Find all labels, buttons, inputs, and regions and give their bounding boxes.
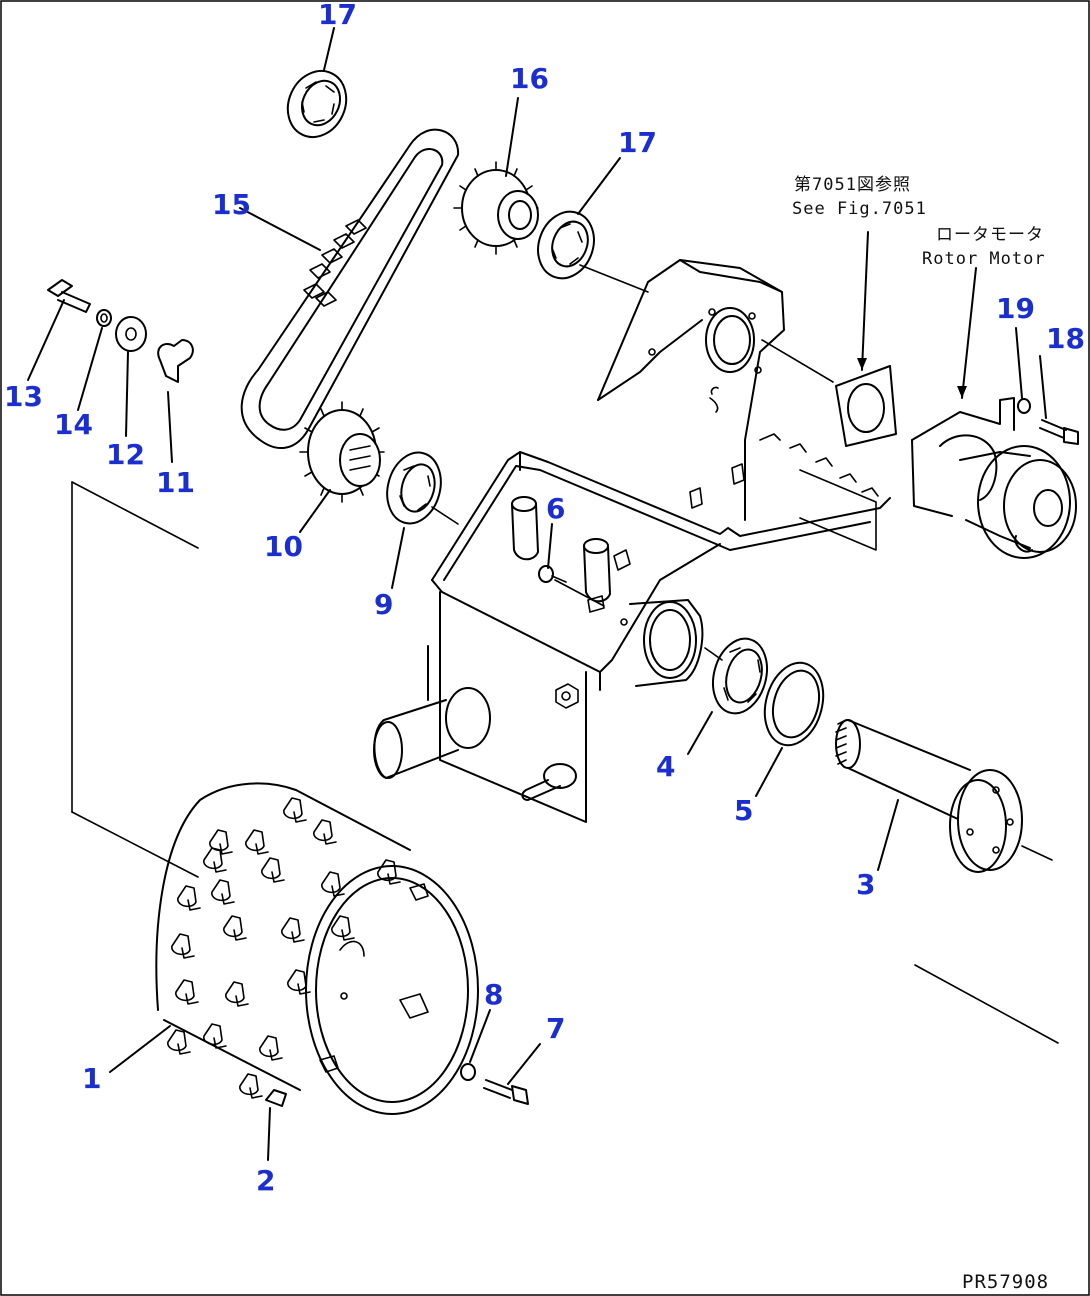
washer-12	[115, 316, 147, 352]
callout-2: 2	[256, 1164, 275, 1197]
rotor-motor-jp: ロータモータ	[936, 225, 1044, 245]
callout-13: 13	[4, 380, 43, 413]
grease-nipple-6	[538, 565, 567, 583]
cutter-bits	[167, 797, 401, 1099]
callout-5: 5	[734, 794, 753, 827]
bolt-18	[1039, 419, 1079, 445]
bearing-4	[712, 637, 768, 715]
callout-7: 7	[546, 1012, 565, 1045]
seal-5	[763, 661, 825, 747]
guide-lines	[71, 264, 1059, 1044]
callout-1: 1	[82, 1062, 101, 1095]
cutter-bit-icon	[209, 829, 233, 855]
bearing-17-right	[537, 210, 595, 280]
cutter-bit-icon	[281, 917, 305, 943]
sprocket-16	[453, 161, 539, 255]
bearing-9	[386, 451, 442, 525]
callout-14: 14	[54, 408, 93, 441]
chain-15	[240, 128, 460, 450]
rotor-motor	[911, 397, 1077, 559]
cutter-bit-icon	[245, 829, 269, 855]
cutter-bit-icon	[287, 969, 311, 995]
cutter-bit-icon	[175, 979, 199, 1005]
callout-9: 9	[374, 588, 393, 621]
callout-3: 3	[856, 868, 875, 901]
washer-8	[460, 1063, 476, 1081]
callout-4: 4	[656, 750, 675, 783]
sprocket-10	[299, 401, 385, 503]
cutter-bit-icon	[203, 1023, 227, 1049]
shaft-3	[835, 719, 1023, 873]
cutter-bit-icon	[259, 1035, 283, 1061]
callout-16: 16	[510, 62, 549, 95]
cutter-bit-icon	[321, 871, 345, 897]
callout-leaders	[27, 27, 1047, 1161]
callout-10: 10	[264, 530, 303, 563]
cutter-bit-icon	[203, 847, 227, 873]
cutter-bit-icon	[225, 981, 249, 1007]
callout-17-right: 17	[618, 126, 657, 159]
washer-19	[1017, 398, 1031, 414]
washer-14	[96, 309, 112, 327]
reference-notes: 第7051図参照 See Fig.7051 ロータモータ Rotor Motor	[792, 175, 1046, 269]
callout-15: 15	[212, 188, 251, 221]
rotor-drum-1	[155, 782, 479, 1115]
cutter-bit-icon	[313, 819, 337, 845]
rotor-housing	[373, 259, 891, 823]
drawing-code: PR57908	[962, 1271, 1049, 1293]
cutter-bit-icon	[377, 859, 401, 885]
callout-11: 11	[156, 466, 195, 499]
cutter-bit-icon	[171, 933, 195, 959]
see-fig-jp: 第7051図参照	[794, 175, 911, 195]
see-fig-en: See Fig.7051	[792, 199, 927, 219]
callout-17-top: 17	[318, 0, 357, 31]
callout-6: 6	[546, 492, 565, 525]
bit-2	[265, 1089, 287, 1107]
cutter-bit-icon	[223, 915, 247, 941]
clip-11	[157, 339, 194, 383]
cutter-bit-icon	[283, 797, 307, 823]
rotor-motor-en: Rotor Motor	[922, 249, 1046, 269]
bolt-13	[47, 279, 91, 313]
bolt-7	[483, 1079, 529, 1105]
cutter-bit-icon	[239, 1073, 263, 1099]
callout-labels: 1 2 3 4 5 6 7 8 9 10 11 12 13 14 15 16 1…	[4, 0, 1085, 1197]
callout-18: 18	[1046, 322, 1085, 355]
bearing-17-top	[286, 69, 348, 139]
callout-8: 8	[484, 978, 503, 1011]
cutter-bit-icon	[261, 857, 285, 883]
cutter-bit-icon	[211, 879, 235, 905]
cutter-bit-icon	[167, 1029, 191, 1055]
callout-19: 19	[996, 292, 1035, 325]
cutter-bit-icon	[331, 915, 355, 941]
callout-12: 12	[106, 438, 145, 471]
cutter-bit-icon	[177, 885, 201, 911]
gasket-plate	[835, 365, 897, 447]
